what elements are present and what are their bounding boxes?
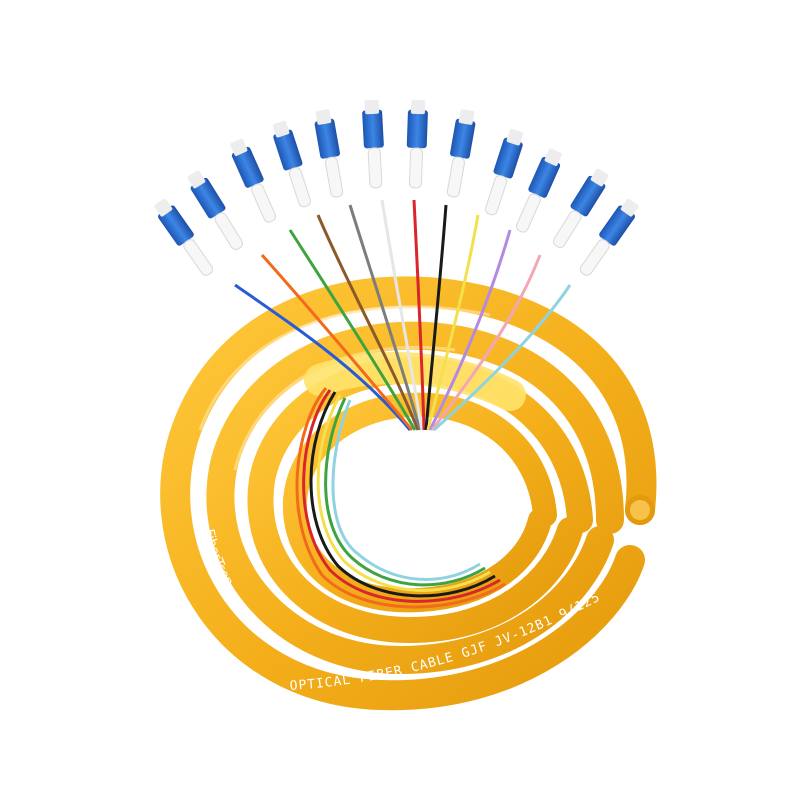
- lc-connector: [515, 148, 562, 233]
- breakout-sleeve: [304, 352, 526, 411]
- lc-connectors: [154, 99, 639, 276]
- lc-connector: [230, 138, 277, 223]
- lc-connector: [579, 198, 639, 276]
- fiber-fanout: [234, 199, 572, 432]
- lc-connector: [406, 99, 428, 189]
- lc-connector: [484, 128, 524, 216]
- lc-connector: [314, 109, 344, 198]
- cable-jacket-coil: [160, 276, 657, 711]
- lc-connector: [154, 198, 214, 276]
- lc-connector: [446, 109, 476, 198]
- lc-connector: [187, 170, 244, 250]
- lc-connector: [272, 120, 312, 208]
- lc-connector: [362, 99, 384, 189]
- lc-connector: [552, 168, 609, 248]
- fiber-bundle: [295, 387, 506, 609]
